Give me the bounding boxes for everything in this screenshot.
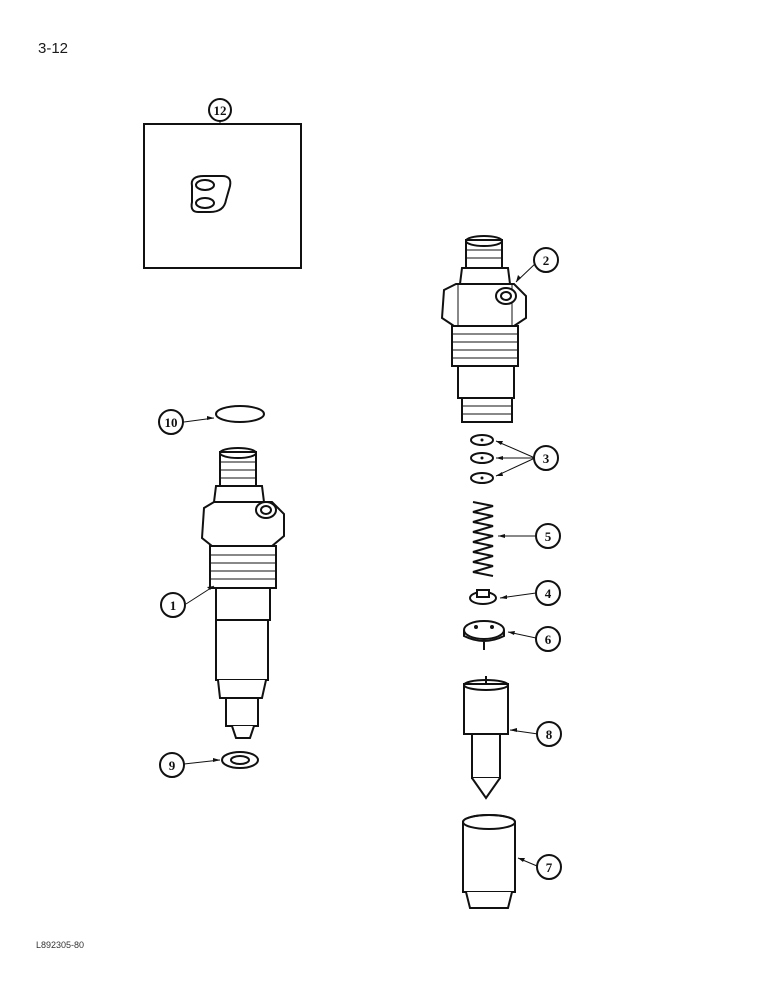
callout-2: 2 — [533, 247, 559, 273]
o-ring — [215, 405, 265, 423]
callout-2-label: 2 — [543, 253, 550, 268]
callout-8-label: 8 — [546, 727, 553, 742]
nozzle — [463, 676, 509, 800]
callout-7: 7 — [536, 854, 562, 880]
callout-3: 3 — [533, 445, 559, 471]
callout-5-label: 5 — [545, 529, 552, 544]
injector-assembly — [200, 447, 285, 739]
callout-4-label: 4 — [545, 586, 552, 601]
clamp-inset — [143, 118, 302, 269]
callout-5: 5 — [535, 523, 561, 549]
spring-seat — [469, 589, 497, 605]
clamp-part — [190, 175, 232, 213]
callout-8: 8 — [536, 721, 562, 747]
callout-10-label: 10 — [165, 415, 178, 430]
callout-9-label: 9 — [169, 758, 176, 773]
callout-1-label: 1 — [170, 598, 177, 613]
spring — [472, 501, 494, 577]
drawing-code: L892305-80 — [36, 940, 85, 950]
intermediate-plate — [463, 620, 505, 650]
callout-6-label: 6 — [545, 632, 552, 647]
callout-4: 4 — [535, 580, 561, 606]
callout-9: 9 — [159, 752, 185, 778]
washer — [221, 751, 259, 769]
callout-3-label: 3 — [543, 451, 550, 466]
nozzle-nut — [462, 814, 516, 909]
callout-12: 12 — [208, 98, 232, 122]
leader-lines — [183, 261, 539, 867]
injector-body-upper — [440, 235, 527, 423]
callout-1: 1 — [160, 592, 186, 618]
callout-12-label: 12 — [214, 103, 227, 118]
callout-6: 6 — [535, 626, 561, 652]
page-number: 3-12 — [38, 40, 69, 57]
shims — [470, 434, 494, 484]
callout-7-label: 7 — [546, 860, 553, 875]
callout-10: 10 — [158, 409, 184, 435]
